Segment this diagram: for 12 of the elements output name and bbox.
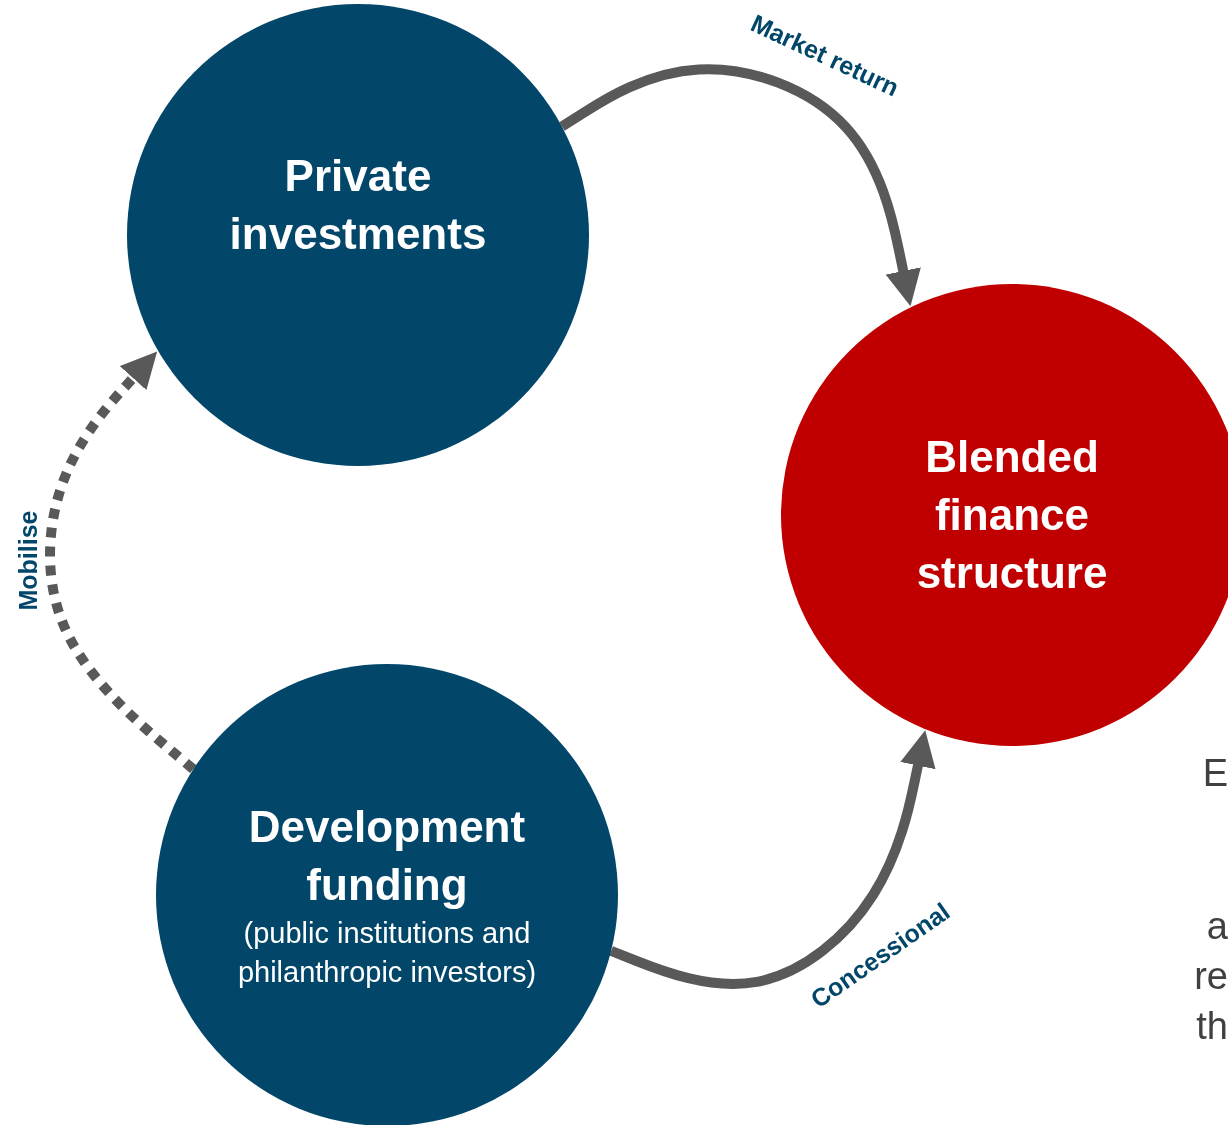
text-fragment: E — [1202, 752, 1228, 795]
node-subtitle: (public institutions and philanthropic investors) — [236, 916, 538, 990]
dotted-arrow — [45, 351, 197, 773]
node-title: Development funding — [247, 801, 527, 911]
curved-arrow — [609, 730, 936, 989]
text-fragment: th — [1196, 1005, 1228, 1048]
curved-arrow — [559, 64, 921, 307]
text-fragment: a — [1206, 905, 1228, 948]
text-fragment: re — [1194, 955, 1228, 998]
node-title: Private investments — [228, 150, 488, 260]
node-title: Blended finance structure — [915, 431, 1109, 599]
edge-label: Mobilise — [13, 510, 43, 610]
